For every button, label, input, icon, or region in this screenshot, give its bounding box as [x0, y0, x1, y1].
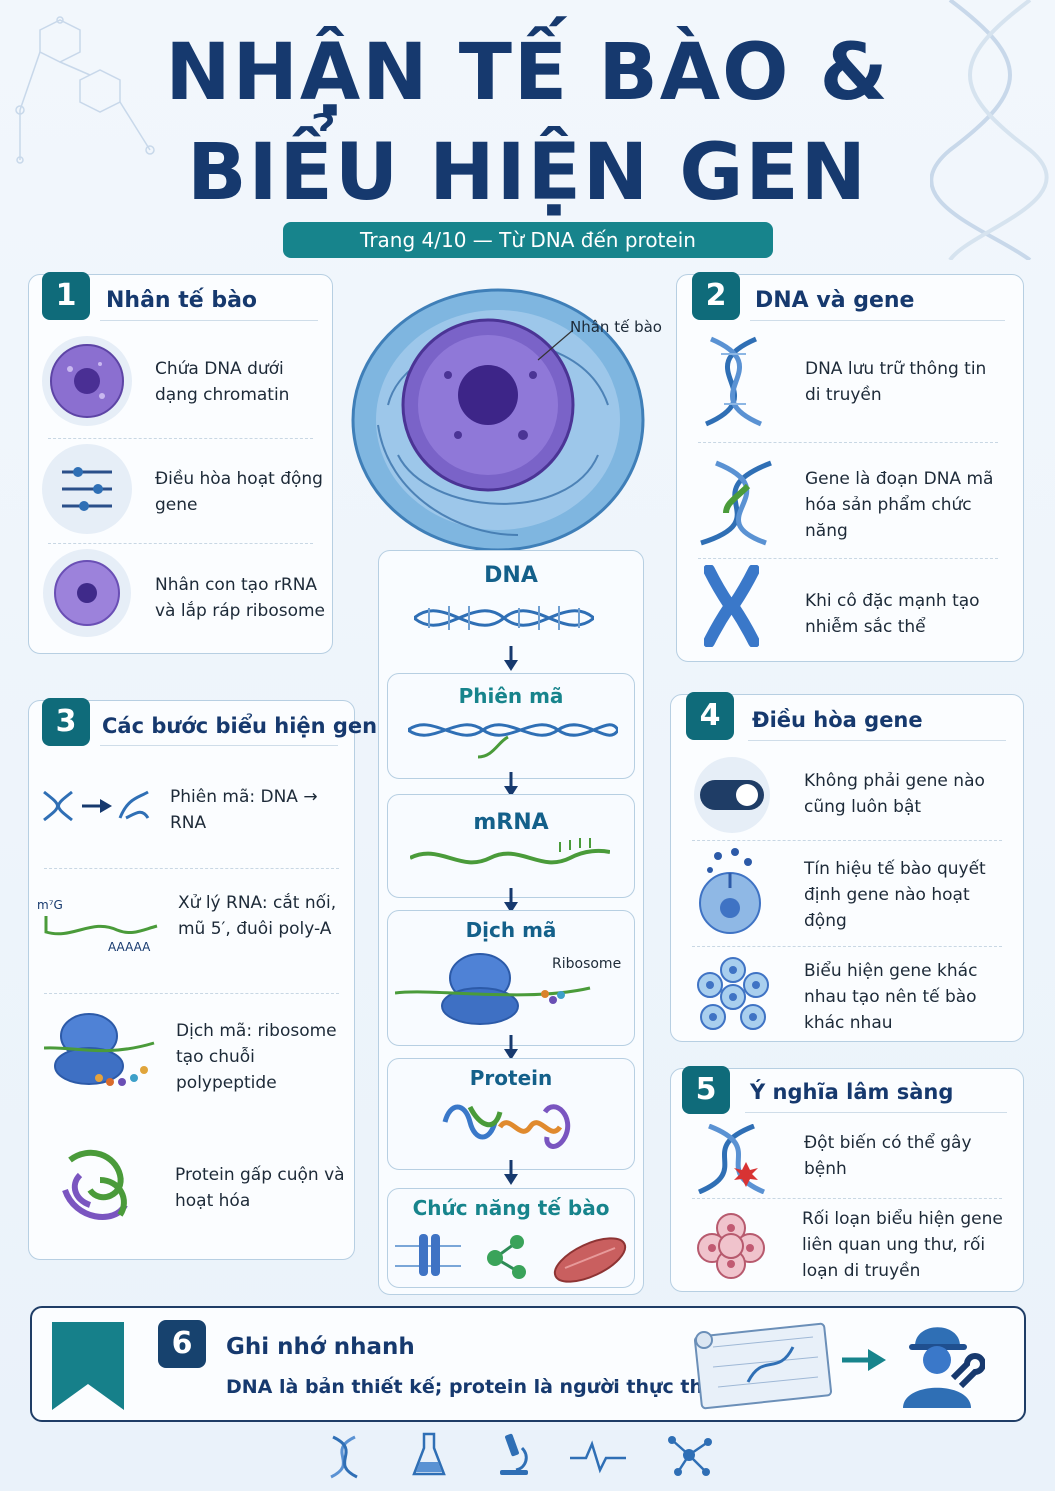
flow-protein-label: Protein	[469, 1066, 553, 1090]
bottom-flask-icon	[412, 1432, 446, 1476]
panel3-title: Các bước biểu hiện gen	[102, 714, 378, 738]
flow-arrow-2-icon	[504, 772, 518, 797]
panel5-item2-text: Rối loạn biểu hiện gene liên quan ung th…	[802, 1209, 1003, 1281]
panel2-divider	[750, 320, 1005, 321]
flow-arrow-1-icon	[504, 646, 518, 671]
panel3-divider	[100, 745, 338, 746]
panel4-item2-text: Tín hiệu tế bào quyết định gene nào hoạt…	[804, 859, 986, 931]
flow-arrow-5-icon	[504, 1160, 518, 1185]
panel4-badge: 4	[686, 692, 734, 740]
cell-illustration-icon	[351, 288, 645, 552]
panel4-item1-text: Không phải gene nào cũng luôn bật	[804, 771, 985, 817]
dna-to-rna-icon	[43, 790, 150, 822]
panel2-badge: 2	[692, 272, 740, 320]
panel-gene-regulation	[670, 694, 1024, 1042]
panel1-item3-text: Nhân con tạo rRNA và lắp ráp ribosome	[155, 575, 325, 621]
panel5-badge: 5	[682, 1066, 730, 1114]
panel1-title: Nhân tế bào	[106, 288, 258, 313]
regulation-sliders-icon	[42, 444, 132, 534]
page-title-line2: BIỂU HIỆN GEN	[187, 128, 868, 218]
protein-fold-icon	[442, 1104, 571, 1149]
dna-helix-icon	[414, 606, 594, 630]
gene-segment-icon	[700, 460, 772, 546]
panel5-item1-text: Đột biến có thể gây bệnh	[804, 1133, 972, 1179]
panel2-item2-text: Gene là đoạn DNA mã hóa sản phẩm chức nă…	[805, 469, 994, 541]
panel4-sep2	[692, 946, 1002, 947]
panel6-title: Ghi nhớ nhanh	[226, 1334, 415, 1360]
panel6-badge: 6	[158, 1320, 206, 1368]
flow-mrna-label: mRNA	[473, 810, 549, 835]
membrane-channel-icon	[395, 1234, 461, 1276]
panel2-title: DNA và gene	[755, 288, 915, 313]
panel3-item2-text: Xử lý RNA: cắt nối, mũ 5′, đuôi poly-A	[178, 893, 337, 939]
panel5-sep1	[692, 1198, 1002, 1199]
tumor-cells-icon	[697, 1213, 765, 1279]
flow-box-mrna	[387, 794, 635, 898]
page-title-line1: NHẬN TẾ BÀO &	[165, 28, 890, 118]
bottom-heartbeat-icon	[570, 1440, 626, 1474]
transcription-icon	[408, 723, 618, 759]
cell-signal-icon	[699, 848, 761, 934]
dna-decoration-icon	[930, 0, 1049, 260]
panel5-divider	[745, 1112, 1007, 1113]
flow-transcription-label: Phiên mã	[458, 684, 564, 708]
panel1-sep2	[48, 543, 313, 544]
worker-icon	[903, 1327, 985, 1408]
panel2-item3-text: Khi cô đặc mạnh tạo nhiễm sắc thể	[805, 591, 980, 637]
folded-protein-icon	[62, 1149, 128, 1220]
cap-label: m⁷G	[37, 898, 63, 912]
cell-function-icons	[395, 1234, 627, 1283]
panel4-item3-text: Biểu hiện gene khác nhau tạo nên tế bào …	[804, 961, 978, 1033]
toggle-switch-icon	[694, 757, 770, 833]
bottom-dna-icon	[330, 1435, 358, 1479]
panel6-text: DNA là bản thiết kế; protein là người th…	[226, 1376, 717, 1398]
ribosome-icon	[44, 1013, 155, 1086]
flow-dna-label: DNA	[484, 563, 538, 588]
flow-arrow-3-icon	[504, 888, 518, 913]
panel1-item2-text: Điều hòa hoạt động gene	[155, 469, 323, 515]
panel3-sep1	[44, 868, 339, 869]
molecule-decoration-icon	[15, 16, 155, 164]
flow-function-label: Chức năng tế bào	[412, 1196, 610, 1220]
dna-double-helix-icon	[705, 336, 762, 427]
panel3-item3-text: Dịch mã: ribosome tạo chuỗi polypeptide	[176, 1021, 337, 1093]
molecule-icon	[487, 1235, 526, 1279]
panel2-sep2	[698, 558, 998, 559]
dna-mutation-icon	[698, 1124, 765, 1194]
panel4-sep1	[692, 840, 1002, 841]
rna-processing-icon	[44, 916, 158, 936]
panel1-divider	[100, 320, 318, 321]
panel3-item4-text: Protein gấp cuộn và hoạt hóa	[175, 1165, 345, 1211]
panel2-item1-text: DNA lưu trữ thông tin di truyền	[805, 359, 987, 405]
panel-expression-steps	[28, 700, 355, 1260]
mrna-strand-icon	[410, 838, 610, 865]
bottom-molecule-icon	[668, 1436, 712, 1476]
nucleolus-icon	[43, 549, 131, 637]
cell-callout-label: Nhân tế bào	[570, 318, 662, 336]
flow-arrow-4-icon	[504, 1035, 518, 1060]
blueprint-icon	[693, 1322, 833, 1410]
nucleus-icon	[42, 336, 132, 426]
ribosome-translation-icon	[395, 953, 591, 1025]
panel5-title: Ý nghĩa lâm sàng	[750, 1080, 954, 1104]
poly-a-label: AAAAA	[108, 940, 151, 954]
chromosome-icon	[704, 565, 759, 647]
panel1-item1-text: Chứa DNA dưới dạng chromatin	[155, 359, 290, 405]
panel4-title: Điều hòa gene	[752, 708, 923, 732]
panel3-badge: 3	[42, 698, 90, 746]
panel1-badge: 1	[42, 272, 90, 320]
panel3-item1-text: Phiên mã: DNA → RNA	[170, 787, 318, 833]
ribosome-label: Ribosome	[552, 956, 622, 972]
bookmark-icon	[52, 1322, 124, 1410]
muscle-icon	[553, 1237, 627, 1283]
cell-cluster-icon	[697, 957, 769, 1030]
arrow-right-icon	[842, 1349, 886, 1371]
bottom-microscope-icon	[500, 1433, 528, 1475]
flow-translation-label: Dịch mã	[465, 918, 557, 942]
page-subtitle: Trang 4/10 — Từ DNA đến protein	[283, 222, 773, 258]
panel1-sep1	[48, 438, 313, 439]
panel2-sep1	[698, 442, 998, 443]
panel4-divider	[748, 740, 1006, 741]
panel3-sep2	[44, 993, 339, 994]
